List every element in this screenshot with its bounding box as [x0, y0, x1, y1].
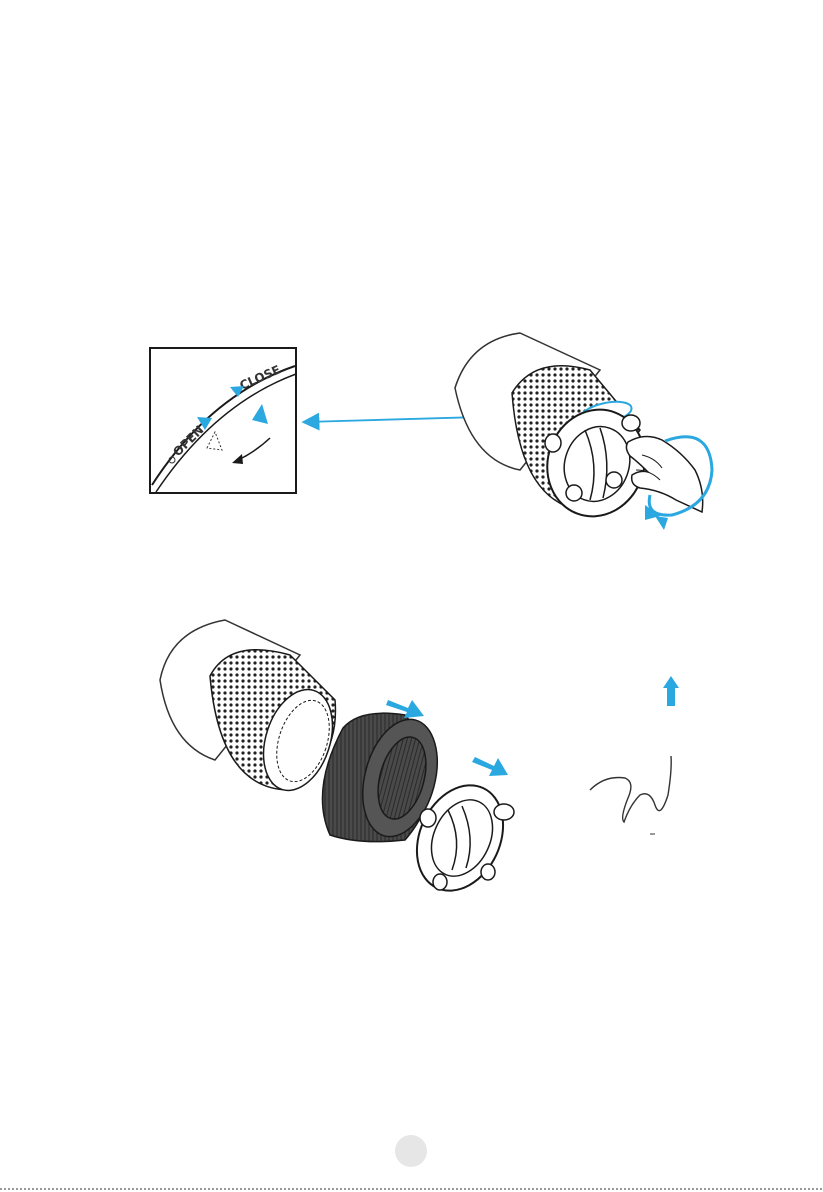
foot-3: [566, 485, 582, 501]
page-badge: [395, 1135, 427, 1167]
up-arrow-icon: [663, 676, 679, 706]
step1-illustration: [455, 333, 712, 530]
foot-2-2: [420, 809, 436, 827]
foot-2-1: [494, 804, 514, 820]
foot-2-3: [433, 874, 447, 890]
handwritten-scribble: [590, 756, 671, 834]
remove-arrow-icon-2: [472, 757, 508, 776]
foot-2-4: [481, 864, 495, 880]
step2-illustration: [160, 620, 679, 905]
foot-2: [545, 434, 561, 452]
detail-inset: OPEN CLOSE: [150, 348, 296, 493]
grip-hand-icon: [626, 436, 702, 512]
foot-4: [606, 472, 622, 488]
foot-1: [622, 415, 640, 431]
